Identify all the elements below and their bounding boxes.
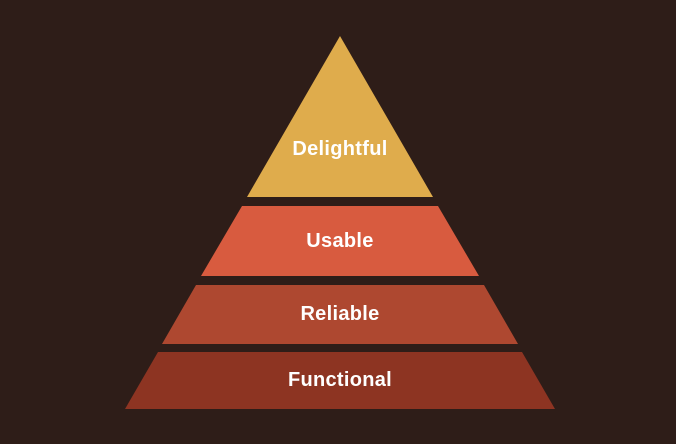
layer-label-delightful: Delightful bbox=[292, 138, 387, 160]
pyramid-shape-functional bbox=[125, 352, 555, 409]
pyramid-shape-usable bbox=[201, 206, 479, 276]
pyramid-shape-delightful bbox=[247, 36, 433, 197]
pyramid-layer-reliable: Reliable bbox=[162, 285, 518, 344]
layer-label-usable: Usable bbox=[306, 230, 373, 252]
pyramid-shape-reliable bbox=[162, 285, 518, 344]
pyramid-layer-usable: Usable bbox=[201, 206, 479, 276]
pyramid-layer-delightful: Delightful bbox=[247, 36, 433, 197]
pyramid-layer-functional: Functional bbox=[125, 352, 555, 409]
layer-label-functional: Functional bbox=[288, 369, 392, 391]
layer-label-reliable: Reliable bbox=[300, 303, 379, 325]
